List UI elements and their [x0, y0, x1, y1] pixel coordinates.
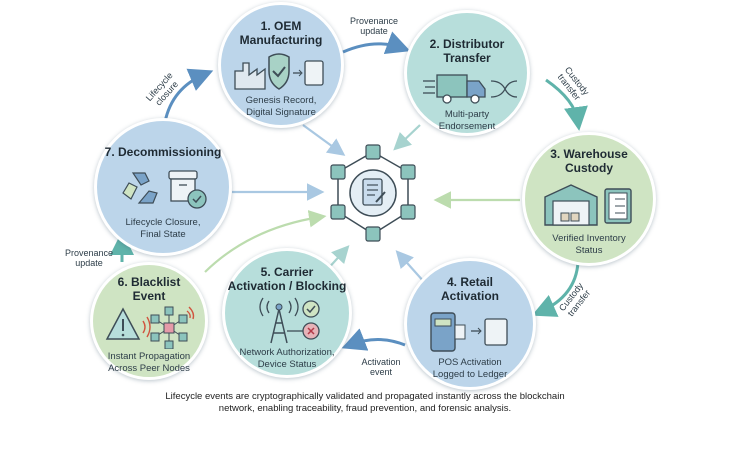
- edge-4-5: [341, 328, 406, 351]
- truck-shuffle-icon: [423, 74, 518, 104]
- node-subtitle: Lifecycle Closure,Final State: [125, 217, 201, 240]
- pos-terminal-ledger-icon: [430, 312, 508, 352]
- edge-1-2: [342, 31, 411, 55]
- node-subtitle: Network Authorization,Device Status: [239, 347, 335, 370]
- cell-tower-status-icon: [259, 297, 320, 344]
- node-title: 7. Decommissioning: [104, 145, 222, 159]
- warning-network-icon: [105, 306, 195, 349]
- blockchain-hub-icon: [330, 144, 416, 242]
- recycle-archive-icon: [122, 170, 207, 209]
- warehouse-checklist-icon: [544, 184, 632, 226]
- diagram-caption: Lifecycle events are cryptographically v…: [165, 391, 565, 414]
- edge-7-1: [163, 68, 214, 123]
- node-subtitle: Genesis Record,Digital Signature: [245, 95, 317, 118]
- factory-shield-document-icon: [234, 53, 324, 90]
- edge-3-4: [531, 261, 580, 317]
- edge-2-3: [545, 78, 588, 131]
- node-decommissioning: 7. Decommissioning Lifecycle Closure,Fin…: [94, 118, 232, 256]
